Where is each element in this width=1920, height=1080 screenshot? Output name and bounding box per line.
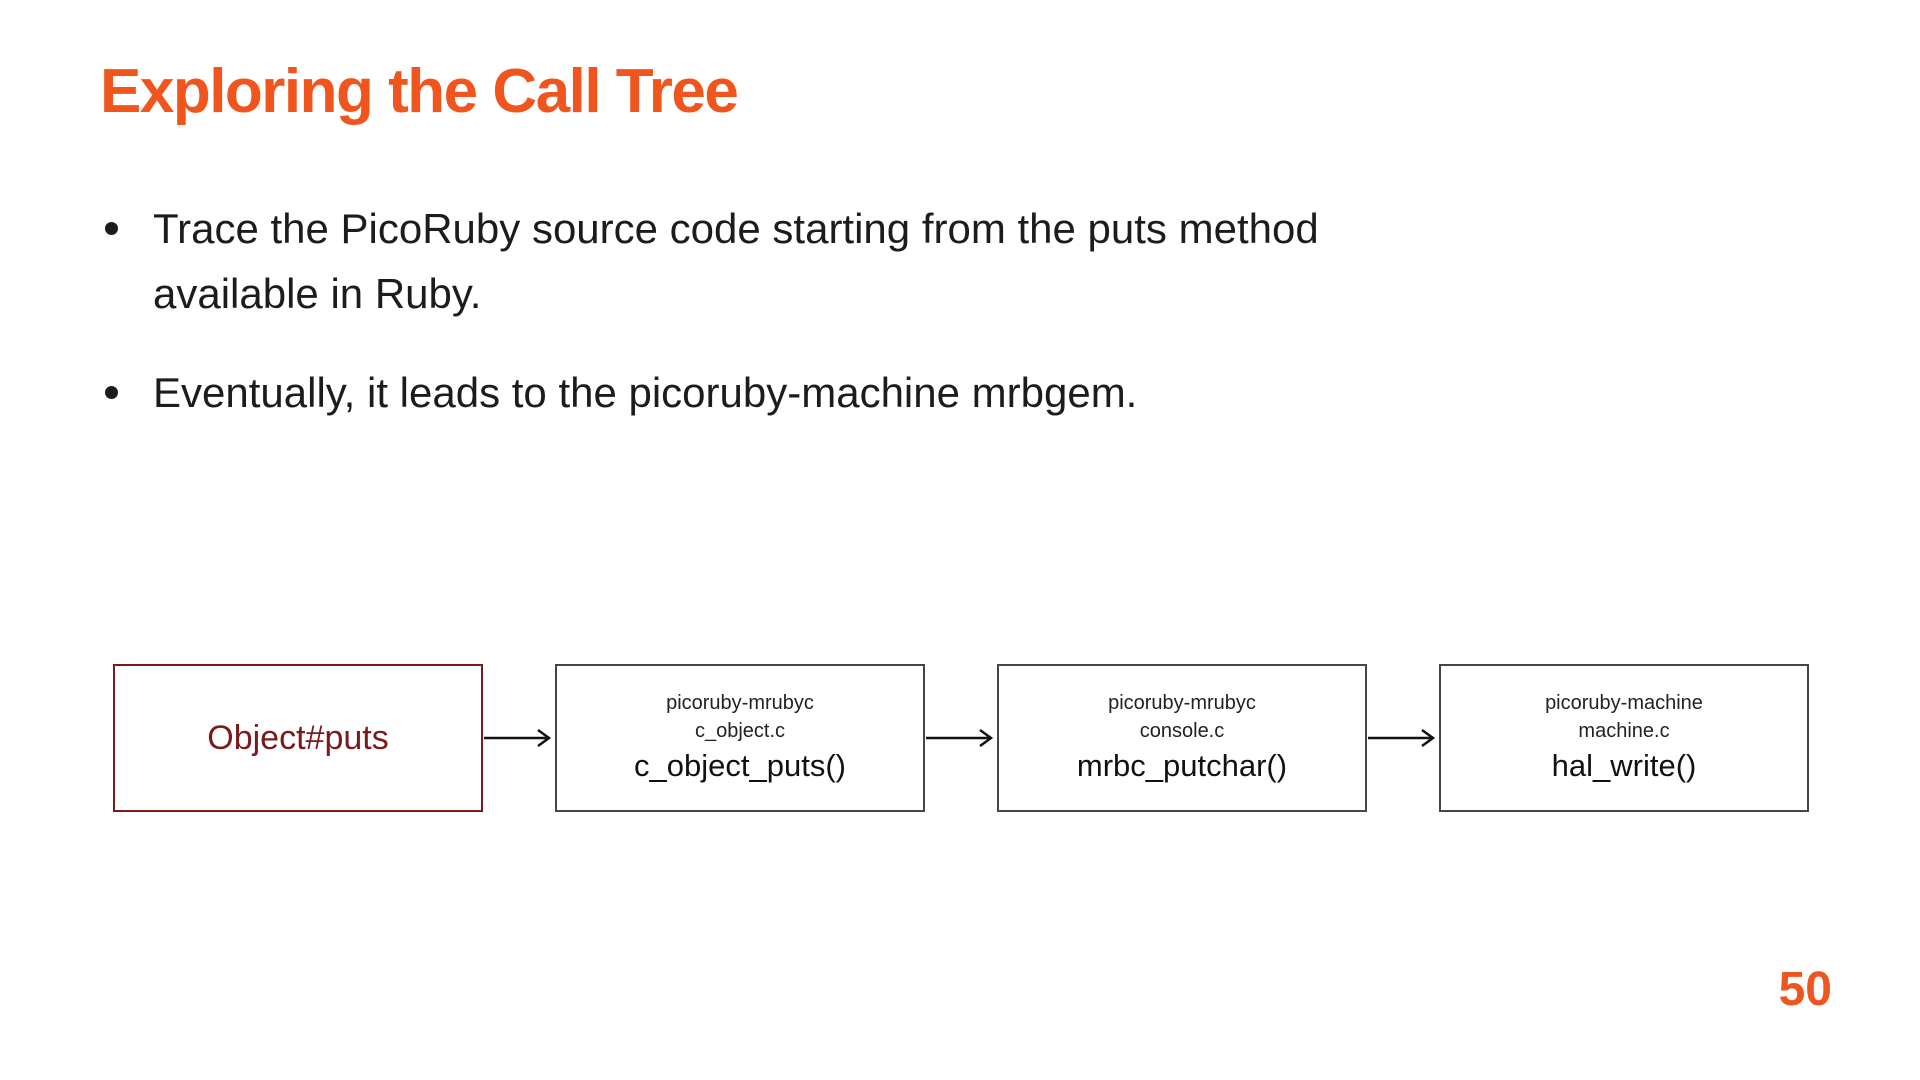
list-item: Eventually, it leads to the picoruby-mac… (100, 360, 1460, 425)
call-tree-diagram: Object#puts picoruby-mrubyc c_object.c c… (113, 664, 1809, 812)
list-item: Trace the PicoRuby source code starting … (100, 196, 1460, 326)
arrow-right-icon (1367, 664, 1439, 812)
bullet-text: Eventually, it leads to the picoruby-mac… (153, 369, 1138, 416)
node-file-label: console.c (1139, 720, 1225, 742)
node-file-label: c_object.c (694, 720, 786, 742)
node-function-label: mrbc_putchar() (1076, 748, 1288, 783)
node-file-label: machine.c (1578, 720, 1670, 742)
node-gem-label: picoruby-mrubyc (666, 692, 814, 714)
diagram-node-object-puts: Object#puts (113, 664, 483, 812)
bullet-text: Trace the PicoRuby source code starting … (153, 205, 1319, 317)
bullet-list: Trace the PicoRuby source code starting … (100, 196, 1460, 459)
node-function-label: c_object_puts() (634, 748, 846, 783)
diagram-node-hal-write: picoruby-machine machine.c hal_write() (1439, 664, 1809, 812)
bullet-icon (105, 386, 118, 399)
node-function-label: hal_write() (1551, 748, 1697, 783)
diagram-node-mrbc-putchar: picoruby-mrubyc console.c mrbc_putchar() (997, 664, 1367, 812)
bullet-icon (105, 222, 118, 235)
slide-title: Exploring the Call Tree (100, 57, 739, 126)
diagram-node-c-object-puts: picoruby-mrubyc c_object.c c_object_puts… (555, 664, 925, 812)
arrow-right-icon (483, 664, 555, 812)
node-gem-label: picoruby-mrubyc (1108, 692, 1256, 714)
arrow-right-icon (925, 664, 997, 812)
page-number: 50 (1778, 963, 1832, 1016)
node-gem-label: picoruby-machine (1545, 692, 1703, 714)
node-label: Object#puts (207, 718, 389, 757)
